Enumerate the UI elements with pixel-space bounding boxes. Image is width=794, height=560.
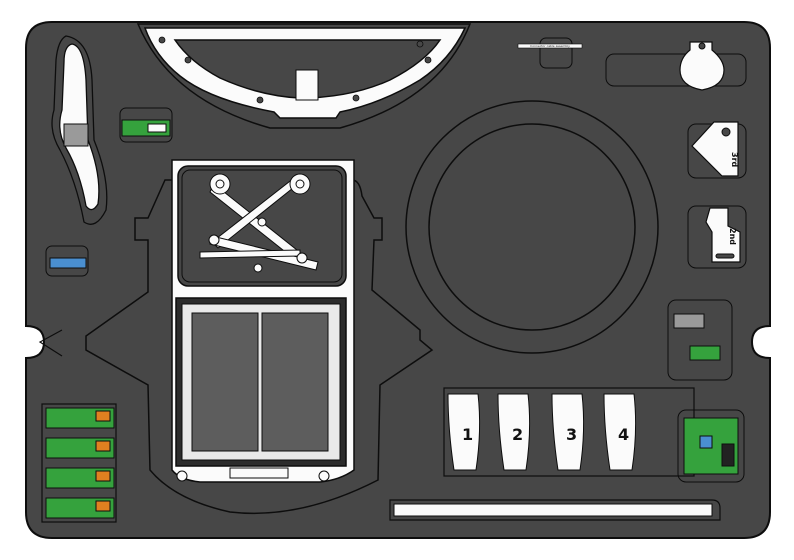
slot-2-label: 2 xyxy=(512,425,523,444)
knob-pocket xyxy=(605,53,747,87)
cable-tag-text: Connector cable assembly xyxy=(530,44,570,48)
slot-cards xyxy=(443,387,695,477)
arc-pocket xyxy=(136,23,472,129)
control-pcb-blue xyxy=(699,435,713,449)
control-pcb-header xyxy=(721,443,735,467)
cradle-screw-right xyxy=(318,470,330,482)
round-pocket-outer xyxy=(405,100,659,354)
round-pocket-inner xyxy=(428,123,636,331)
switch-pocket xyxy=(667,299,733,381)
slot-1-label: 1 xyxy=(462,425,473,444)
cradle-pocket xyxy=(85,179,434,515)
pcb-stack xyxy=(41,403,117,523)
knob-part xyxy=(679,41,725,91)
switch-upper xyxy=(673,313,705,329)
bracket-mid-label: 2nd xyxy=(728,228,737,245)
arc-tab xyxy=(295,69,319,101)
pcb-connector-top xyxy=(147,123,167,133)
cradle-top-window-inner xyxy=(181,169,343,283)
scissor-linkage xyxy=(199,173,319,273)
cable-connector xyxy=(49,257,87,269)
glass-pane-right xyxy=(261,312,329,452)
bracket-mid-slot xyxy=(715,253,735,259)
foam-tray xyxy=(25,21,771,539)
cradle-screw-left xyxy=(176,470,188,482)
control-pcb-pocket xyxy=(677,409,745,483)
bracket-pocket-mid xyxy=(687,205,747,269)
tray-left-ridge xyxy=(38,329,63,357)
slot-3-label: 3 xyxy=(566,425,577,444)
arc-holes xyxy=(158,36,432,104)
slot-4-label: 4 xyxy=(618,425,629,444)
cable-tag-pocket xyxy=(539,37,573,69)
bracket-top-hole xyxy=(721,127,731,137)
bracket-mid xyxy=(705,207,741,263)
cable-pocket xyxy=(45,245,89,277)
switch-lower xyxy=(689,345,721,361)
glass-pane-left xyxy=(191,312,259,452)
pcb-pocket-top xyxy=(119,107,173,143)
long-bar-pocket xyxy=(389,499,721,521)
cradle-latch xyxy=(229,467,289,479)
long-bar xyxy=(393,503,713,517)
lever-pocket xyxy=(51,35,108,225)
bracket-top-label: 3rd xyxy=(730,152,739,168)
cable-tag-strip xyxy=(517,43,583,49)
knob-hole xyxy=(698,42,706,50)
lever-block xyxy=(63,123,89,147)
